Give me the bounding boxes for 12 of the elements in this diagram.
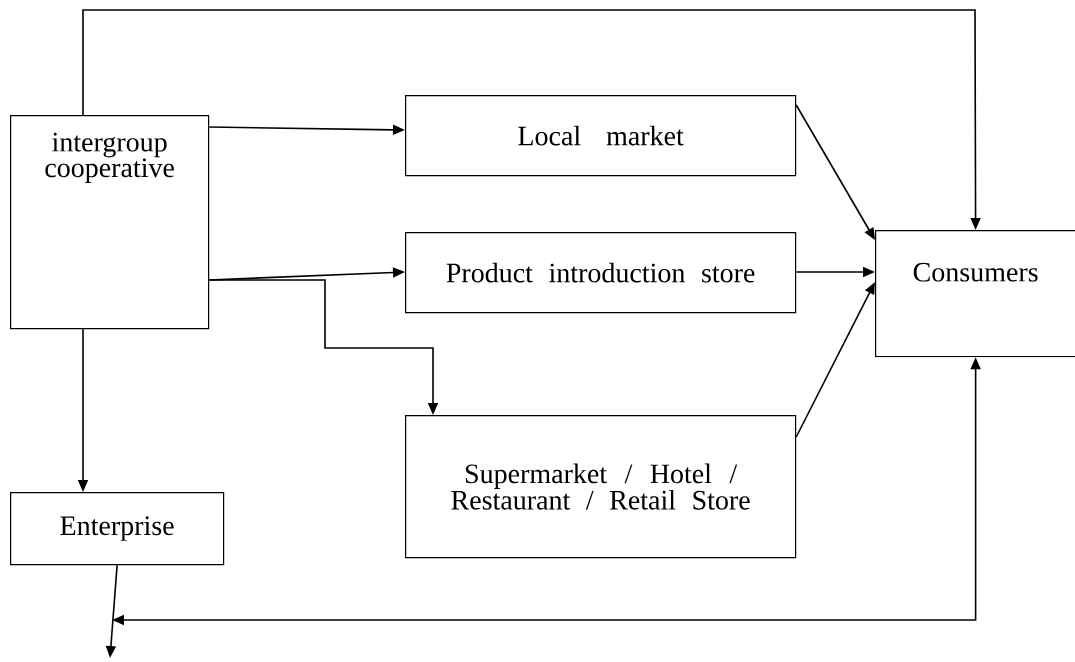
box-label: Enterprise xyxy=(60,516,174,541)
process-box xyxy=(10,492,225,566)
box-label: Product introduction store xyxy=(446,262,755,283)
process-box xyxy=(405,95,797,177)
box-label: Supermarket / Hotel / Restaurant / Retail Store xyxy=(451,463,750,510)
process-box xyxy=(405,415,797,559)
box-label: Local market xyxy=(518,125,684,146)
process-box xyxy=(10,115,210,330)
box-label: intergroup cooperative xyxy=(45,132,174,183)
process-box xyxy=(405,232,797,314)
process-box xyxy=(875,230,1075,358)
box-label: Consumers xyxy=(913,262,1038,282)
